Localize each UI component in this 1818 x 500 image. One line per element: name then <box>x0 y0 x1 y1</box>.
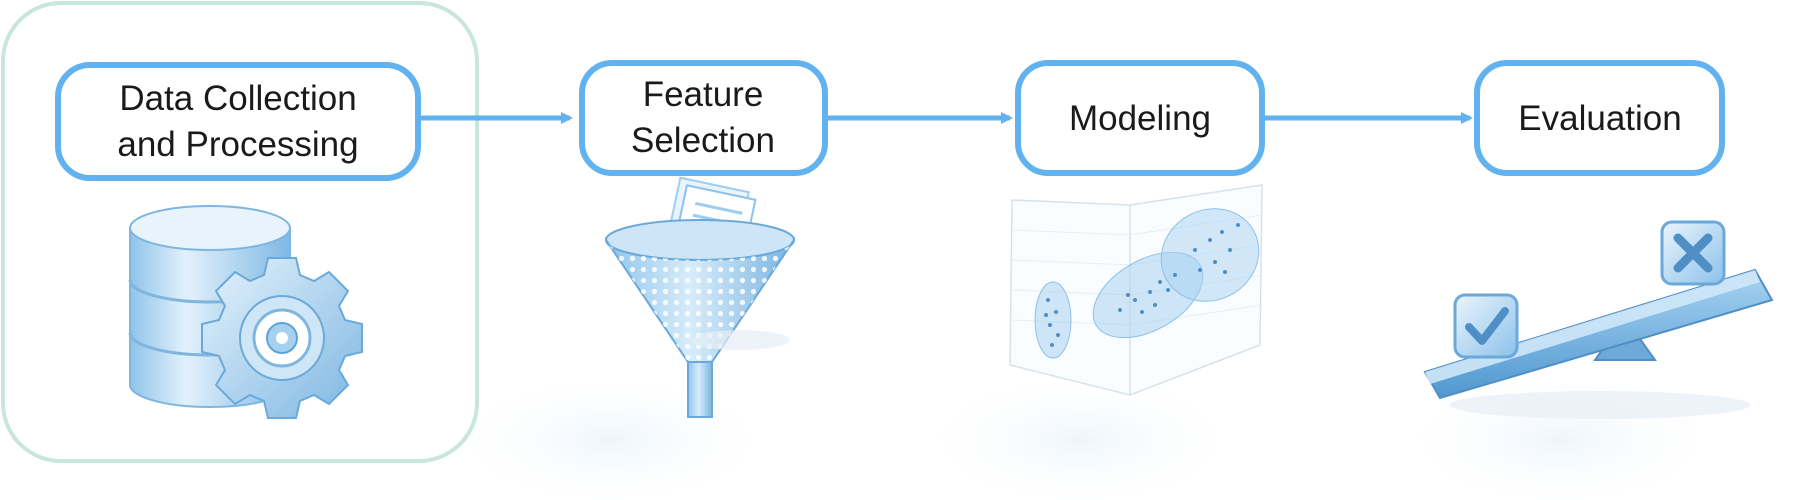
check-icon <box>1453 293 1519 359</box>
step-box <box>1474 60 1725 176</box>
step-modeling: Modeling <box>1015 60 1265 176</box>
scatter-3d-icon <box>1009 184 1263 396</box>
step-box <box>1015 60 1265 176</box>
background-halo <box>910 370 1250 500</box>
cross-icon <box>1660 220 1726 286</box>
step-label-line-1: Evaluation <box>1518 99 1681 138</box>
step-feature-selection: Feature Selection <box>579 60 828 176</box>
step-label-line-1: Feature <box>643 75 764 114</box>
step-evaluation: Evaluation <box>1474 60 1725 176</box>
step-box <box>579 60 828 176</box>
step-label-line-1: Data Collection <box>119 79 356 118</box>
database-gear-icon <box>128 205 363 419</box>
highlight-frame <box>1 1 479 463</box>
step-label-line-1: Modeling <box>1069 99 1211 138</box>
step-label-line-2: and Processing <box>117 125 358 164</box>
background-halo <box>440 370 780 500</box>
balance-icon <box>1423 220 1774 419</box>
step-data-collection: Data Collection and Processing <box>55 62 421 181</box>
funnel-icon <box>604 176 796 418</box>
step-box <box>55 62 421 181</box>
step-label-line-2: Selection <box>631 121 775 160</box>
